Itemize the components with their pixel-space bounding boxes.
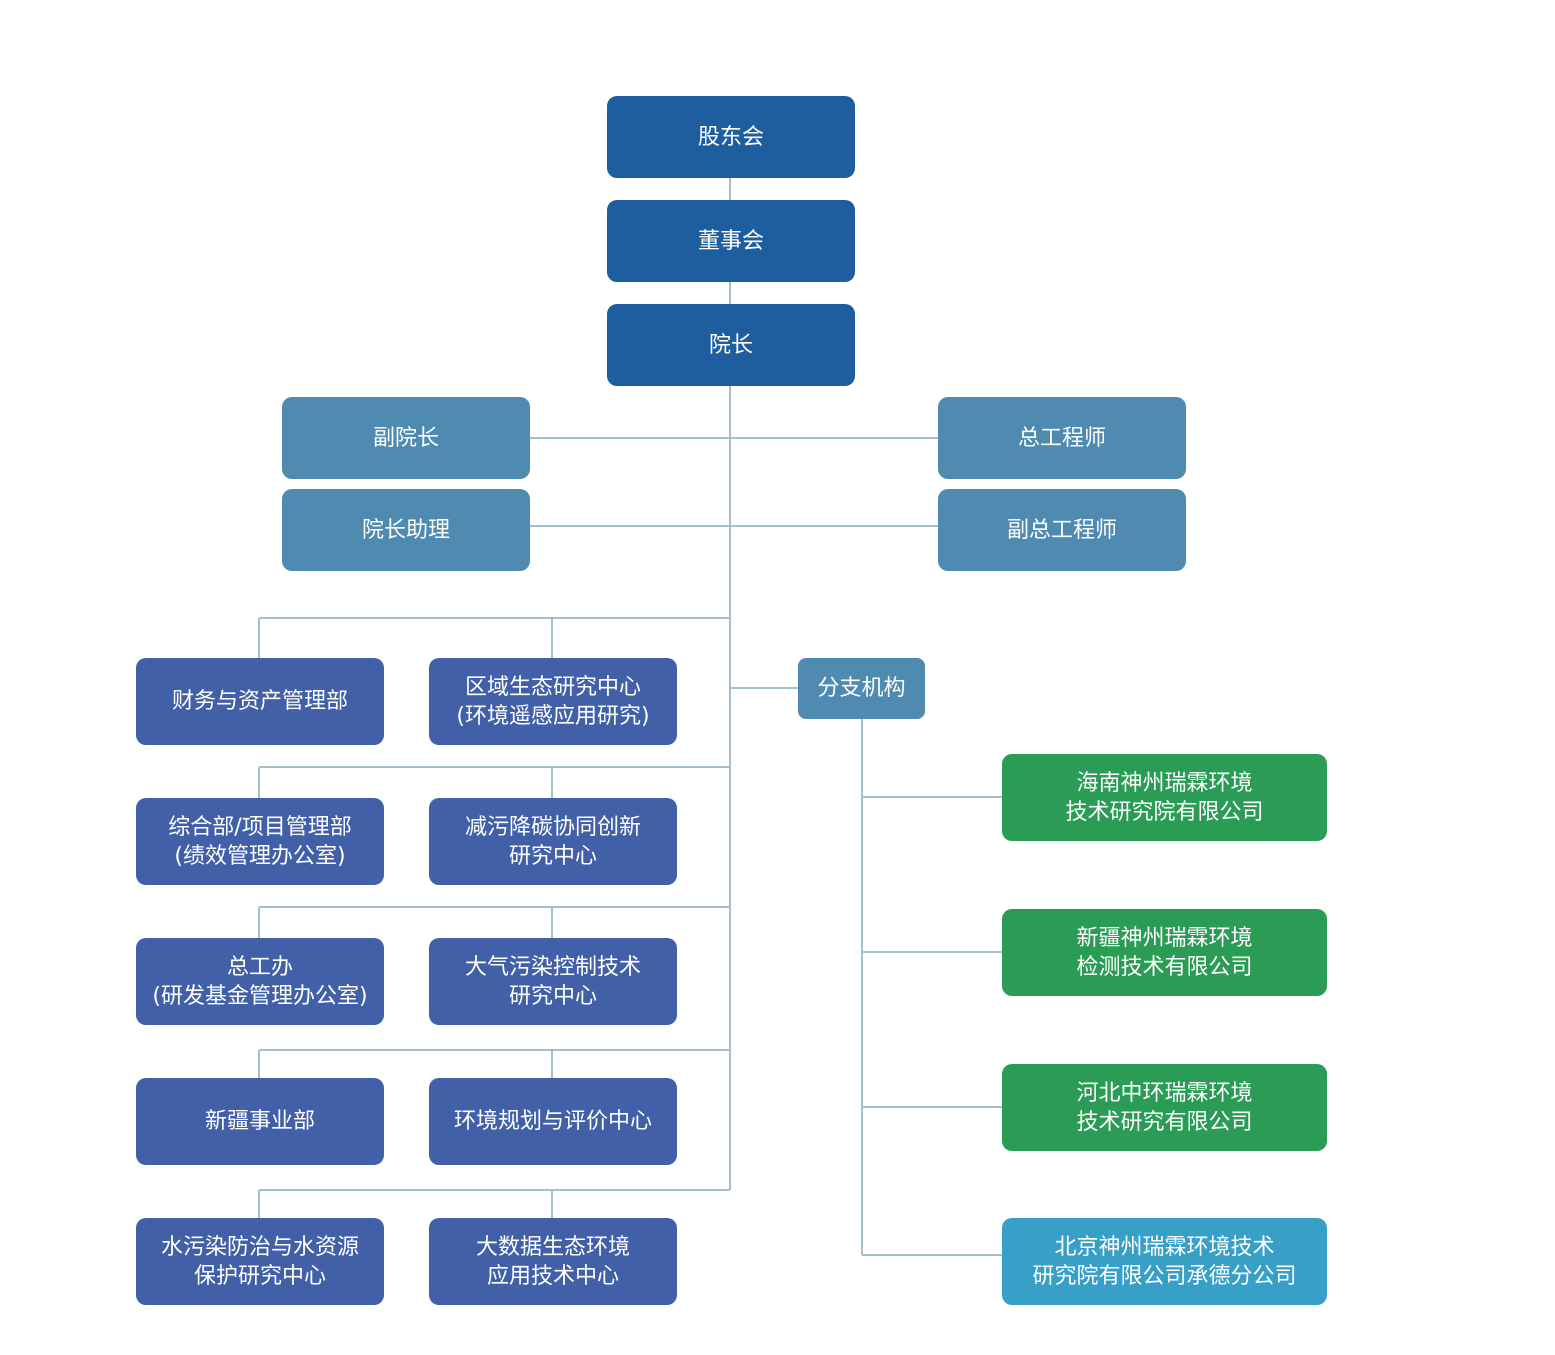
chief-engineer-node: 总工程师 <box>938 397 1186 479</box>
department-node: 新疆事业部 <box>136 1078 384 1165</box>
deputy-chief-engineer-node: 副总工程师 <box>938 489 1186 571</box>
department-node: 大气污染控制技术 研究中心 <box>429 938 677 1025</box>
shareholders-meeting-node: 股东会 <box>607 96 855 178</box>
node-label: 副总工程师 <box>1006 517 1117 543</box>
department-node: 大数据生态环境 应用技术中心 <box>429 1218 677 1305</box>
node-label: 大数据生态环境 应用技术中心 <box>475 1234 630 1289</box>
node-label: 总工程师 <box>1017 425 1106 451</box>
department-node: 财务与资产管理部 <box>136 658 384 745</box>
department-node: 水污染防治与水资源 保护研究中心 <box>136 1218 384 1305</box>
node-label: 环境规划与评价中心 <box>453 1109 652 1134</box>
subsidiary-node: 新疆神州瑞霖环境 检测技术有限公司 <box>1002 909 1327 996</box>
node-label: 院长 <box>708 332 753 358</box>
node-label: 股东会 <box>697 124 764 150</box>
node-label: 院长助理 <box>361 517 450 543</box>
vice-president-node: 副院长 <box>282 397 530 479</box>
node-label: 水污染防治与水资源 保护研究中心 <box>160 1234 359 1289</box>
node-label: 董事会 <box>697 228 764 254</box>
department-node: 环境规划与评价中心 <box>429 1078 677 1165</box>
node-label: 河北中环瑞霖环境 技术研究有限公司 <box>1076 1080 1253 1135</box>
president-node: 院长 <box>607 304 855 386</box>
branch-organizations-node: 分支机构 <box>798 658 925 719</box>
node-label: 大气污染控制技术 研究中心 <box>464 954 641 1009</box>
node-label: 北京神州瑞霖环境技术 研究院有限公司承德分公司 <box>1032 1234 1297 1289</box>
node-label: 减污降碳协同创新 研究中心 <box>464 814 641 869</box>
subsidiary-node: 河北中环瑞霖环境 技术研究有限公司 <box>1002 1064 1327 1151</box>
node-label: 新疆神州瑞霖环境 检测技术有限公司 <box>1076 925 1253 980</box>
department-node: 综合部/项目管理部 (绩效管理办公室) <box>136 798 384 885</box>
node-label: 综合部/项目管理部 (绩效管理办公室) <box>168 814 352 869</box>
node-label: 总工办 (研发基金管理办公室) <box>152 954 368 1009</box>
node-label: 新疆事业部 <box>204 1109 315 1134</box>
department-node: 减污降碳协同创新 研究中心 <box>429 798 677 885</box>
node-label: 副院长 <box>372 425 439 451</box>
node-label: 区域生态研究中心 (环境遥感应用研究) <box>456 674 650 729</box>
president-assistant-node: 院长助理 <box>282 489 530 571</box>
department-node: 总工办 (研发基金管理办公室) <box>136 938 384 1025</box>
node-label: 分支机构 <box>817 676 906 701</box>
node-label: 财务与资产管理部 <box>171 689 348 714</box>
board-of-directors-node: 董事会 <box>607 200 855 282</box>
branch-office-node: 北京神州瑞霖环境技术 研究院有限公司承德分公司 <box>1002 1218 1327 1305</box>
department-node: 区域生态研究中心 (环境遥感应用研究) <box>429 658 677 745</box>
subsidiary-node: 海南神州瑞霖环境 技术研究院有限公司 <box>1002 754 1327 841</box>
node-label: 海南神州瑞霖环境 技术研究院有限公司 <box>1065 770 1264 825</box>
